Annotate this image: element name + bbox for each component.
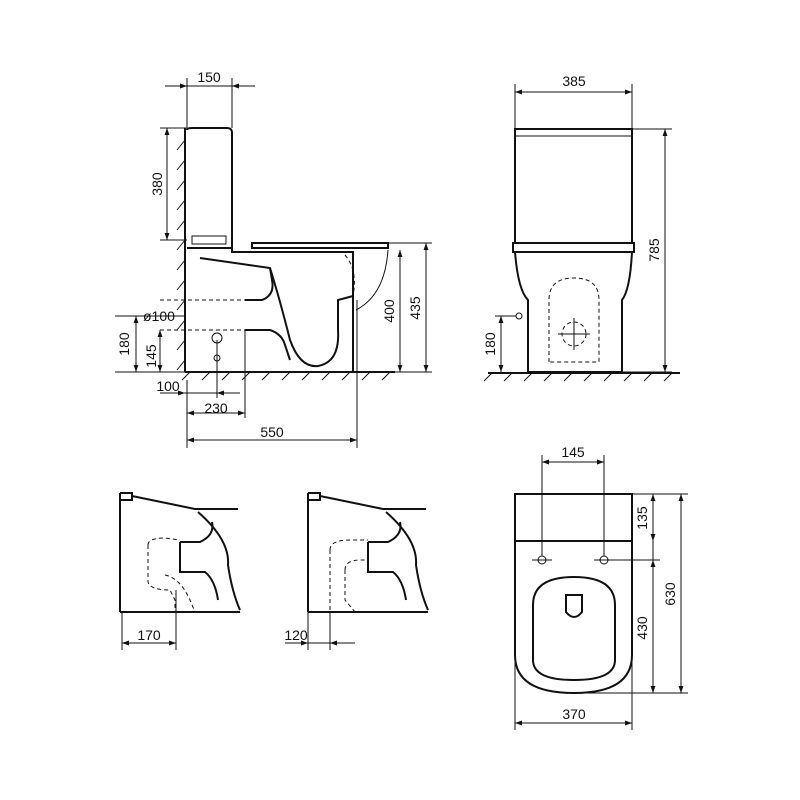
top-tank [514,493,633,542]
variant-b-view: 120 [284,492,429,650]
dim-outlet-height: 145 [143,344,159,368]
top-outlet-icon [565,594,583,618]
front-view: 385 785 180 [482,73,680,382]
dim-top-overall-depth: 630 [662,582,678,606]
dim-hole-offset: 135 [634,506,650,530]
lid-arc [355,249,389,311]
dim-tank-height: 380 [149,172,165,196]
variant-a-trap-bottom [179,542,219,601]
dim-variant-a-offset: 170 [137,627,161,643]
variant-b-top [319,495,426,510]
dim-front-inlet-height: 180 [482,332,498,356]
variant-a-trap-top [180,521,214,543]
front-floor-hatch [483,372,673,382]
front-hidden-trap [548,277,600,363]
bowl-trap [199,257,354,368]
side-view: 150 380 ø100 180 145 100 230 550 [115,69,432,448]
variant-a-tank-stub [120,492,133,501]
dim-outlet-offset: 230 [204,400,228,416]
variant-b-bowl [385,511,429,611]
dim-hole-spacing: 145 [561,444,585,460]
dim-overall-length: 550 [260,424,284,440]
dim-rim-height: 435 [407,296,423,320]
toilet-body [187,247,354,373]
dim-front-width: 385 [562,73,586,89]
hidden-trap [344,254,355,297]
dim-front-overall-height: 785 [646,238,662,262]
dim-inlet-offset: 100 [156,378,180,394]
dim-inlet-height: 180 [116,332,132,356]
variant-b-trap-bottom [367,542,407,601]
variant-a-hidden [147,537,196,613]
floor-hatch [181,371,391,381]
tank-outline [186,127,233,249]
front-tank [514,128,633,244]
wall-hatch [176,139,186,371]
variant-b-hidden [329,539,368,613]
top-view: 145 135 430 630 370 [514,444,688,730]
dim-bowl-depth: 430 [634,616,650,640]
outlet-pipe [245,329,291,361]
top-bowl-outline [532,575,616,682]
trap-inner [245,267,274,301]
dim-seat-height: 400 [381,299,397,323]
tank-button [191,235,227,245]
dim-top-width: 370 [562,706,586,722]
variant-a-bowl [197,511,241,611]
variant-b-trap-top [368,521,402,543]
dim-variant-b-offset: 120 [284,627,308,643]
front-seat [512,242,635,253]
variant-a-top [131,495,238,510]
dim-tank-depth: 150 [197,69,221,85]
variant-b-tank-stub [308,492,321,501]
variant-a-view: 170 [119,492,241,650]
seat-lid [251,242,389,249]
front-inlet-icon [515,312,523,320]
front-body [514,251,633,373]
